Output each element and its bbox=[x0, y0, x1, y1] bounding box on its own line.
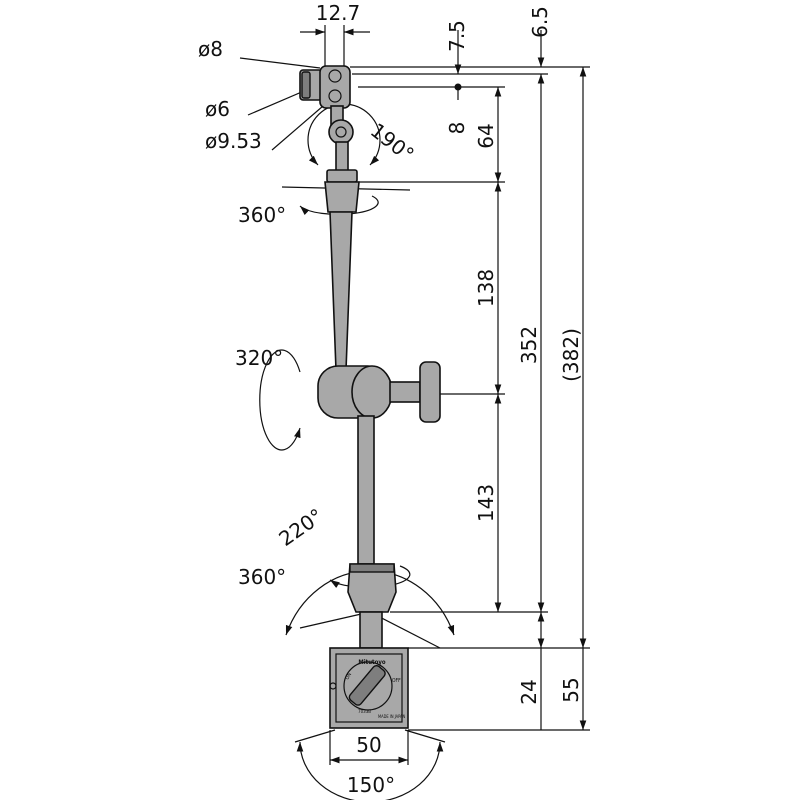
dim-rod: ø9.53 bbox=[205, 129, 262, 153]
dim-upper-link: 64 bbox=[474, 123, 498, 148]
dim-hole-small: ø6 bbox=[205, 97, 230, 121]
rotation-arrows bbox=[259, 103, 455, 800]
hole-large bbox=[328, 69, 342, 83]
dim-base-pivot: 24 bbox=[517, 679, 541, 704]
dim-working-height: 352 bbox=[517, 326, 541, 364]
angle-center-rotation: 320° bbox=[235, 346, 283, 370]
lower-arm bbox=[357, 415, 375, 565]
dim-lower-arm: 143 bbox=[474, 484, 498, 522]
stand-body bbox=[299, 65, 441, 729]
base-on-label: ON bbox=[345, 672, 354, 681]
angle-lower-swing: 220° bbox=[274, 504, 327, 551]
dimension-lines bbox=[239, 28, 590, 764]
base-code: 7033B bbox=[358, 709, 371, 715]
upper-collar bbox=[324, 181, 360, 213]
dim-base-height: 55 bbox=[559, 677, 583, 702]
clamp-pivot bbox=[328, 119, 354, 145]
dim-clamp-offset: 12.7 bbox=[316, 1, 361, 25]
angle-lower-rotation: 360° bbox=[238, 565, 286, 589]
dim-top-offset: 6.5 bbox=[528, 6, 552, 38]
base-brand: Mitutoyo bbox=[358, 659, 385, 666]
on-off-dial bbox=[343, 661, 393, 711]
dim-hole-spacing: 8 bbox=[445, 122, 469, 135]
dim-top-gap: 7.5 bbox=[445, 20, 469, 52]
dim-hole-large: ø8 bbox=[198, 37, 223, 61]
dim-overall-height: (382) bbox=[559, 328, 583, 382]
center-knob bbox=[419, 361, 441, 423]
upper-arm bbox=[329, 211, 353, 371]
base-origin: MADE IN JAPAN bbox=[378, 714, 405, 719]
dim-base-width: 50 bbox=[356, 733, 381, 757]
angle-base-swing: 150° bbox=[347, 773, 395, 797]
hole-small bbox=[328, 89, 342, 103]
base-off-label: OFF bbox=[392, 678, 401, 684]
extension-lines bbox=[324, 25, 590, 765]
angle-upper-rotation: 360° bbox=[238, 203, 286, 227]
dim-upper-arm: 138 bbox=[474, 269, 498, 307]
